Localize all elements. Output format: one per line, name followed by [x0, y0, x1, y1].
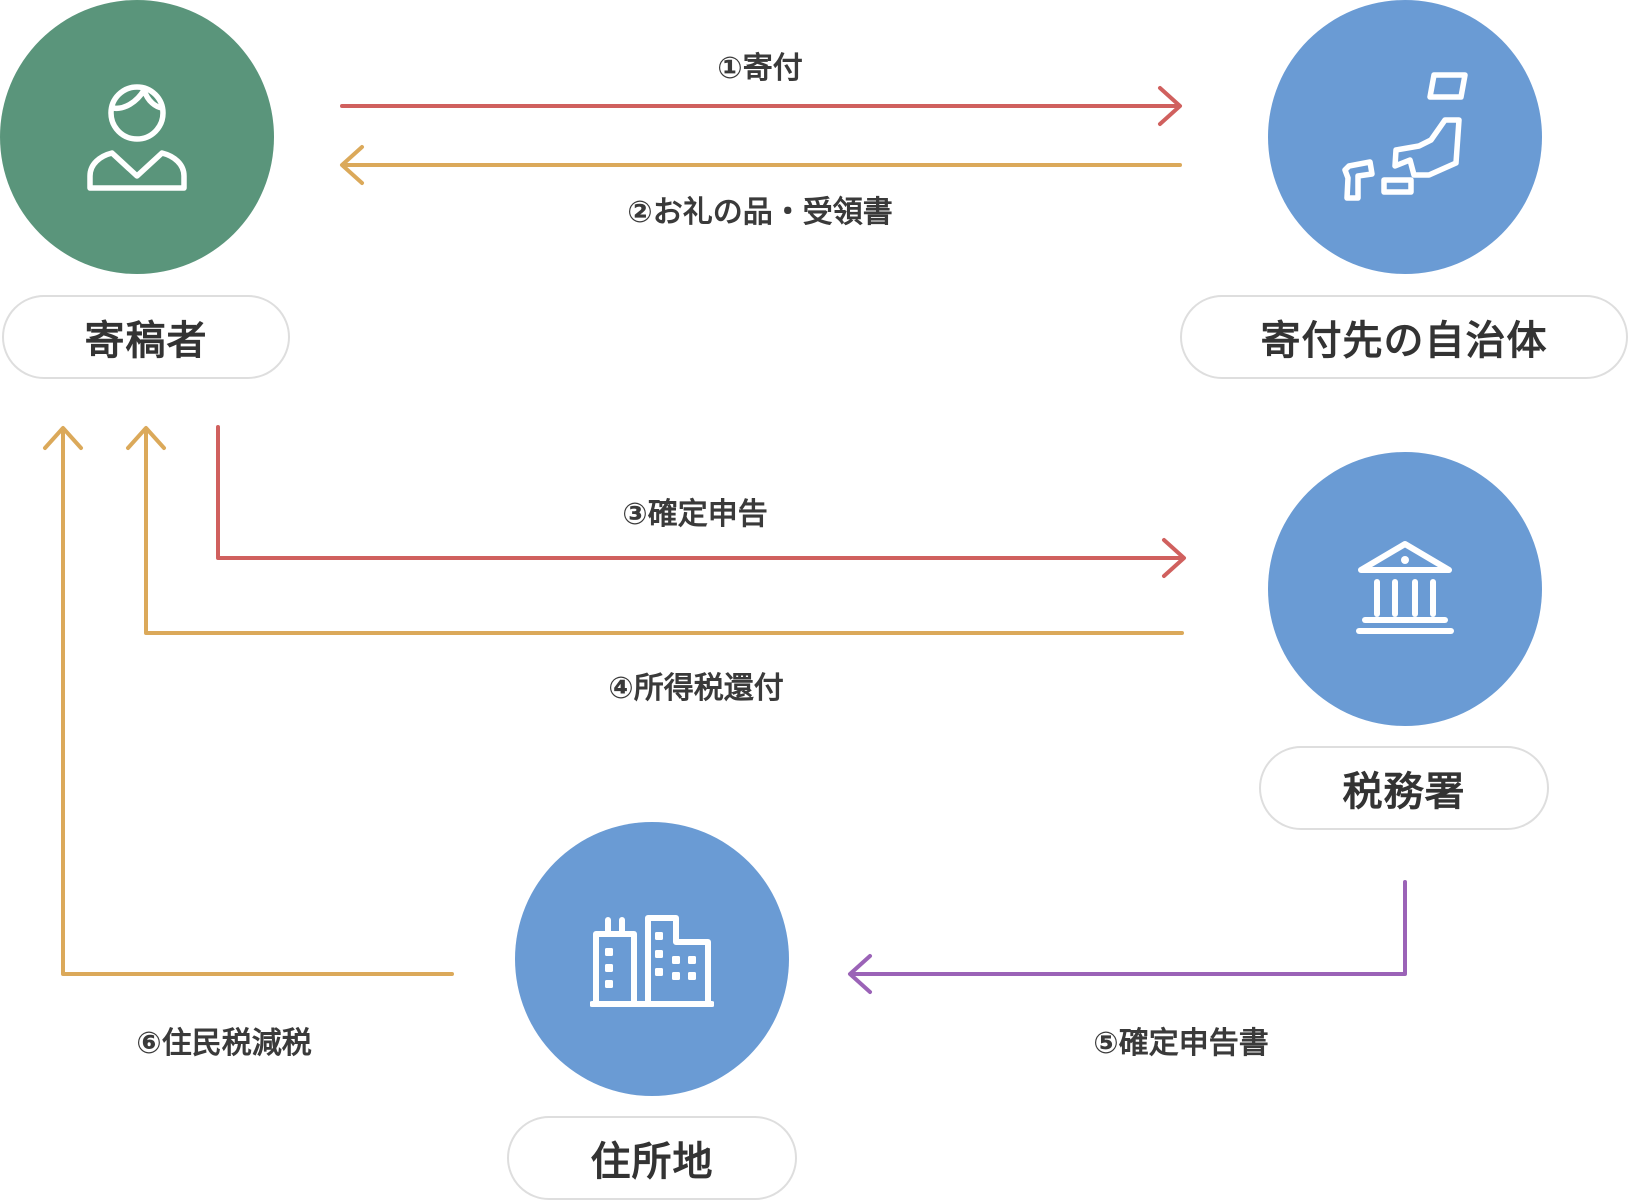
tax-office-node [1268, 452, 1542, 726]
person-icon [87, 84, 187, 191]
edge-label-income-tax-refund: ④所得税還付 [608, 671, 784, 706]
bank-building-icon [1356, 541, 1454, 634]
edge-label-gift-receipt: ②お礼の品・受領書 [627, 195, 893, 230]
municipality-label: 寄付先の自治体 [1180, 295, 1628, 379]
edge-label-resident-tax-reduction: ⑥住民税減税 [136, 1026, 312, 1061]
edge-tax-return-arrow [216, 425, 1186, 578]
japan-map-icon [1342, 72, 1468, 201]
edge-label-tax-return: ③確定申告 [622, 497, 768, 532]
edge-donation-arrow [340, 86, 1182, 126]
edge-label-donation: ①寄付 [717, 51, 803, 86]
donor-label: 寄稿者 [2, 295, 290, 379]
edge-gift-receipt-arrow [340, 145, 1182, 185]
tax-office-label: 税務署 [1259, 746, 1549, 830]
residence-node [515, 822, 789, 1096]
municipality-node [1268, 0, 1542, 274]
edge-label-tax-return-form: ⑤確定申告書 [1093, 1026, 1269, 1061]
residence-label: 住所地 [507, 1116, 797, 1200]
edge-income-tax-refund-arrow [126, 426, 1184, 635]
edge-tax-return-form-arrow [848, 880, 1407, 994]
office-buildings-icon [590, 915, 714, 1007]
edge-resident-tax-reduction-arrow [43, 426, 454, 976]
